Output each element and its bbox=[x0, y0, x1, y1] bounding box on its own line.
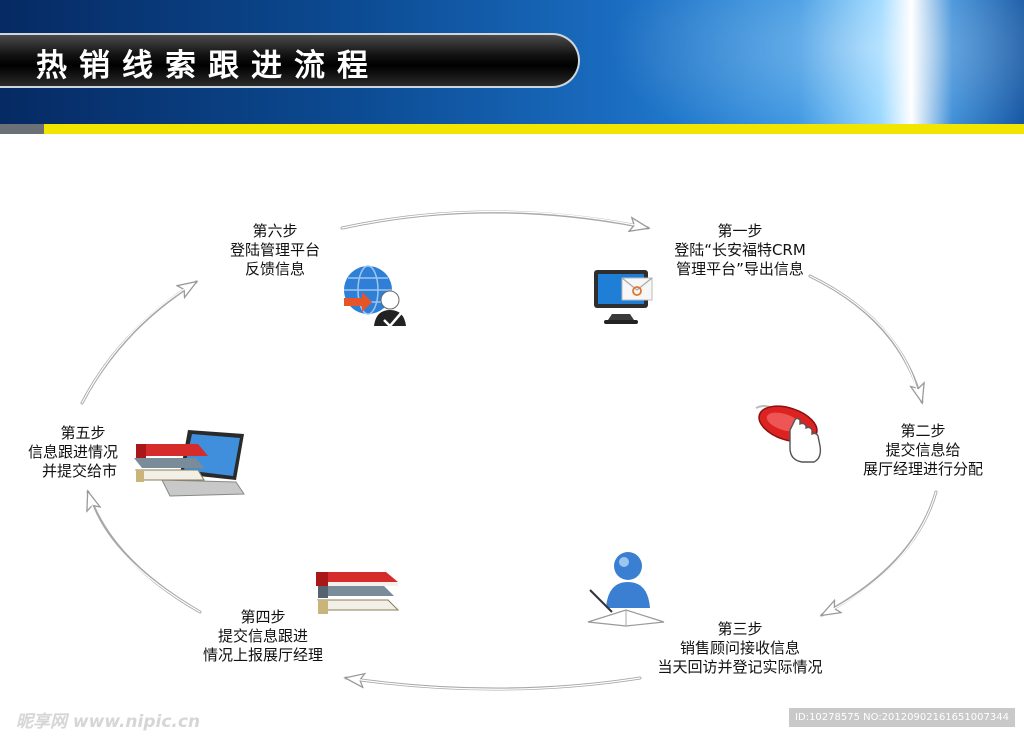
step-2-line-2: 展厅经理进行分配 bbox=[862, 460, 983, 478]
title-bar bbox=[0, 33, 580, 88]
step-6-label: 第六步 登陆管理平台 反馈信息 bbox=[205, 222, 345, 279]
arrow-2-to-3 bbox=[822, 490, 938, 617]
header-stripe-gray bbox=[0, 124, 44, 134]
arrow-5-to-6 bbox=[80, 282, 196, 405]
step-5-title: 第五步 bbox=[60, 424, 106, 442]
watermark: 昵享网 www.nipic.cn bbox=[16, 712, 201, 732]
step-3-line-2: 当天回访并登记实际情况 bbox=[657, 658, 823, 676]
person-reading-icon bbox=[587, 552, 665, 627]
step-1-line-1: 登陆“长安福特CRM bbox=[674, 241, 806, 259]
arrow-1-to-2 bbox=[808, 274, 922, 402]
step-4-line-2: 情况上报展厅经理 bbox=[202, 646, 323, 664]
header-glow bbox=[560, 0, 1024, 125]
step-4-line-1: 提交信息跟进 bbox=[217, 627, 308, 645]
step-2-title: 第二步 bbox=[900, 422, 946, 440]
step-2-line-1: 提交信息给 bbox=[885, 441, 961, 459]
step-3-line-1: 销售顾问接收信息 bbox=[679, 639, 800, 657]
header-banner bbox=[0, 0, 1024, 125]
step-6-line-1: 登陆管理平台 bbox=[229, 241, 320, 259]
step-5-line-1: 信息跟进情况 bbox=[28, 443, 119, 461]
step-1-line-2: 管理平台”导出信息 bbox=[676, 260, 804, 278]
mouse-hand-icon bbox=[755, 405, 822, 463]
step-6-line-2: 反馈信息 bbox=[244, 260, 305, 278]
page-title: 热销线索跟进流程 bbox=[36, 48, 380, 84]
arrow-4-to-5 bbox=[88, 492, 202, 614]
header-stripe-yellow bbox=[44, 124, 1024, 134]
step-3-label: 第三步 销售顾问接收信息 当天回访并登记实际情况 bbox=[630, 620, 850, 677]
step-5-label: 第五步 信息跟进情况 并提交给市 bbox=[28, 424, 138, 481]
laptop-books-icon bbox=[134, 430, 245, 497]
step-1-label: 第一步 登陆“长安福特CRM 管理平台”导出信息 bbox=[650, 222, 830, 279]
image-id-badge: ID:10278575 NO:20120902161651007344 bbox=[789, 708, 1015, 727]
books-icon bbox=[316, 572, 400, 614]
monitor-email-icon bbox=[594, 270, 653, 324]
step-4-label: 第四步 提交信息跟进 情况上报展厅经理 bbox=[178, 608, 348, 665]
step-3-title: 第三步 bbox=[717, 620, 763, 638]
step-5-line-2: 并提交给市 bbox=[42, 462, 118, 480]
step-4-title: 第四步 bbox=[240, 608, 286, 626]
step-1-title: 第一步 bbox=[717, 222, 763, 240]
step-6-title: 第六步 bbox=[252, 222, 298, 240]
step-2-label: 第二步 提交信息给 展厅经理进行分配 bbox=[838, 422, 1008, 479]
globe-user-icon bbox=[344, 265, 406, 328]
